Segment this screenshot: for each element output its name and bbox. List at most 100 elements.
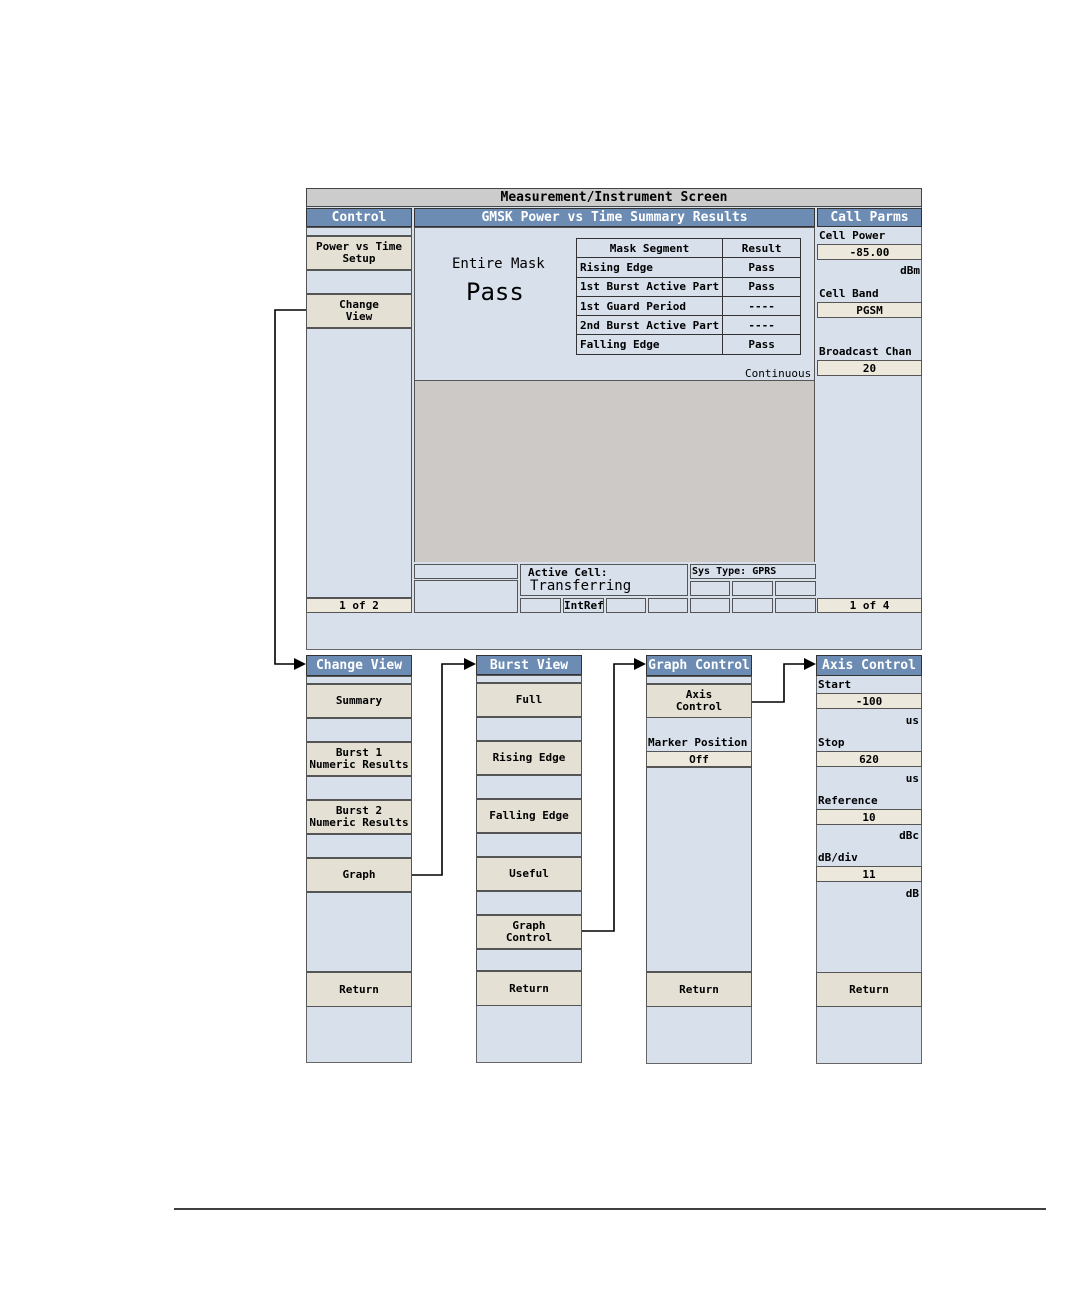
graph-button[interactable]: Graph bbox=[306, 858, 412, 892]
control-page-indicator: 1 of 2 bbox=[306, 598, 412, 613]
return-button[interactable]: Return bbox=[306, 972, 412, 1007]
cell-band-label: Cell Band bbox=[819, 287, 879, 300]
control-blank-key bbox=[306, 270, 412, 294]
status-cell bbox=[775, 598, 816, 613]
cell-power-label: Cell Power bbox=[819, 229, 886, 242]
falling-edge-button[interactable]: Falling Edge bbox=[476, 799, 582, 833]
menu-blank-key bbox=[476, 949, 582, 971]
reference-unit: dBc bbox=[899, 829, 919, 842]
axis-control-title: Axis Control bbox=[816, 655, 922, 676]
call-parms-title: Call Parms bbox=[817, 208, 922, 227]
active-cell-label: Active Cell: bbox=[528, 566, 608, 579]
axis-control-button[interactable]: Axis Control bbox=[646, 684, 752, 718]
menu-blank-key bbox=[306, 718, 412, 742]
graph-control-button[interactable]: Graph Control bbox=[476, 915, 582, 949]
graph-control-title: Graph Control bbox=[646, 655, 752, 676]
broadcast-chan-label: Broadcast Chan bbox=[819, 345, 912, 358]
start-label: Start bbox=[818, 678, 852, 691]
menu-blank-key bbox=[306, 834, 412, 858]
db-per-div-field[interactable]: 11 bbox=[816, 866, 922, 882]
status-cell bbox=[606, 598, 646, 613]
segment-cell: Falling Edge bbox=[575, 334, 724, 355]
arrow-change-view bbox=[274, 309, 306, 665]
active-cell-value: Transferring bbox=[530, 578, 632, 594]
control-empty-area bbox=[306, 328, 412, 598]
menu-empty-area bbox=[646, 767, 752, 972]
menu-spacer bbox=[306, 676, 412, 684]
arrowhead-icon bbox=[294, 658, 306, 670]
graph-area bbox=[414, 381, 815, 562]
cell-power-unit: dBm bbox=[900, 264, 920, 277]
power-vs-time-setup-button[interactable]: Power vs Time Setup bbox=[306, 236, 412, 270]
status-cell bbox=[520, 598, 561, 613]
cell-band-field[interactable]: PGSM bbox=[817, 302, 922, 318]
arrow-graph-control bbox=[582, 663, 642, 932]
start-unit: us bbox=[905, 714, 919, 727]
stop-unit: us bbox=[905, 772, 919, 785]
arrowhead-icon bbox=[804, 658, 816, 670]
menu-blank-key bbox=[476, 717, 582, 741]
column-header-mask-segment: Mask Segment bbox=[575, 237, 724, 259]
status-cell bbox=[732, 598, 773, 613]
db-per-div-unit: dB bbox=[905, 887, 919, 900]
return-button[interactable]: Return bbox=[816, 972, 922, 1007]
call-parms-page-indicator: 1 of 4 bbox=[817, 598, 922, 613]
active-cell-box bbox=[520, 564, 688, 596]
marker-position-label: Marker Position bbox=[648, 736, 748, 749]
cell-power-field[interactable]: -85.00 bbox=[817, 244, 922, 260]
arrow-graph bbox=[412, 663, 472, 876]
burst-1-numeric-results-button[interactable]: Burst 1 Numeric Results bbox=[306, 742, 412, 776]
intref-indicator: IntRef bbox=[563, 598, 604, 613]
useful-button[interactable]: Useful bbox=[476, 857, 582, 891]
segment-cell: 2nd Burst Active Part bbox=[575, 315, 724, 336]
reference-field[interactable]: 10 bbox=[816, 809, 922, 825]
stop-field[interactable]: 620 bbox=[816, 751, 922, 767]
table-row: 2nd Burst Active Part ---- bbox=[575, 315, 802, 336]
measurement-mode-label: Continuous bbox=[745, 367, 812, 380]
status-cell bbox=[690, 581, 730, 596]
return-button[interactable]: Return bbox=[476, 971, 582, 1006]
burst-view-title: Burst View bbox=[476, 655, 582, 675]
entire-mask-value: Pass bbox=[466, 278, 524, 306]
screen-title-bar: Measurement/Instrument Screen bbox=[306, 188, 922, 207]
stop-label: Stop bbox=[818, 736, 845, 749]
rising-edge-button[interactable]: Rising Edge bbox=[476, 741, 582, 775]
status-cell bbox=[775, 581, 816, 596]
status-cell bbox=[732, 581, 773, 596]
db-per-div-label: dB/div bbox=[818, 851, 858, 864]
summary-button[interactable]: Summary bbox=[306, 684, 412, 718]
menu-empty-area bbox=[306, 892, 412, 972]
table-row: Falling Edge Pass bbox=[575, 334, 802, 355]
table-header-row: Mask Segment Result bbox=[575, 237, 802, 259]
arrowhead-icon bbox=[464, 658, 476, 670]
start-field[interactable]: -100 bbox=[816, 693, 922, 709]
result-cell: ---- bbox=[722, 295, 802, 317]
table-row: 1st Guard Period ---- bbox=[575, 295, 802, 317]
status-cell-left-top bbox=[414, 564, 518, 579]
mask-results-table: Mask Segment Result Rising Edge Pass 1st… bbox=[575, 237, 802, 355]
column-header-result: Result bbox=[722, 237, 802, 259]
marker-position-field[interactable]: Off bbox=[646, 751, 752, 767]
change-view-title: Change View bbox=[306, 655, 412, 676]
menu-spacer bbox=[646, 676, 752, 684]
burst-2-numeric-results-button[interactable]: Burst 2 Numeric Results bbox=[306, 800, 412, 834]
table-row: 1st Burst Active Part Pass bbox=[575, 276, 802, 297]
full-button[interactable]: Full bbox=[476, 683, 582, 717]
segment-cell: 1st Burst Active Part bbox=[575, 276, 724, 297]
menu-blank-key bbox=[476, 833, 582, 857]
menu-spacer bbox=[476, 675, 582, 683]
control-spacer bbox=[306, 227, 412, 236]
reference-label: Reference bbox=[818, 794, 878, 807]
result-cell: Pass bbox=[722, 276, 802, 297]
arrow-axis-control bbox=[752, 663, 812, 703]
result-cell: Pass bbox=[722, 334, 802, 355]
menu-blank-key bbox=[476, 775, 582, 799]
control-menu-title: Control bbox=[306, 208, 412, 227]
return-button[interactable]: Return bbox=[646, 972, 752, 1007]
status-cell bbox=[648, 598, 688, 613]
broadcast-chan-field[interactable]: 20 bbox=[817, 360, 922, 376]
change-view-button[interactable]: Change View bbox=[306, 294, 412, 328]
entire-mask-label: Entire Mask bbox=[452, 256, 545, 272]
status-cell bbox=[690, 598, 730, 613]
